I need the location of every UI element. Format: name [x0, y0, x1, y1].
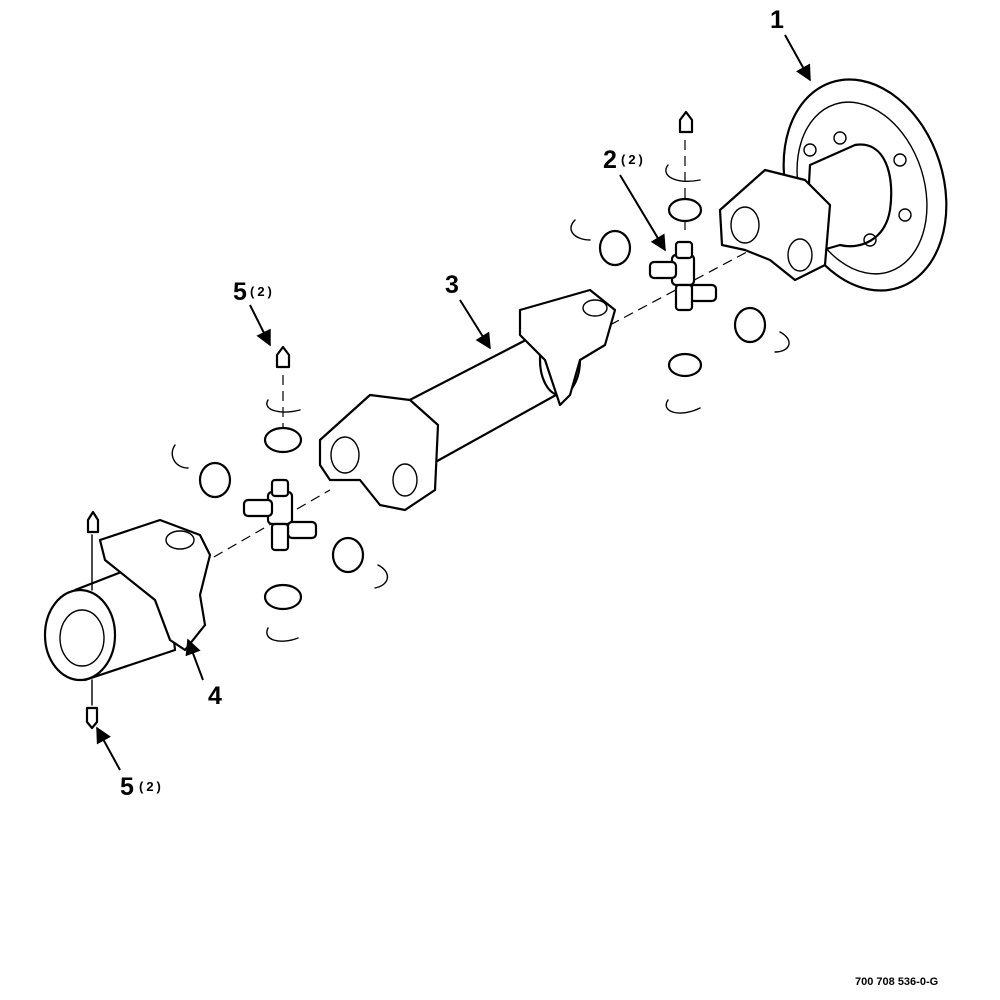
flange-yoke-part-1	[718, 78, 948, 292]
callout-leaders	[96, 34, 811, 771]
drawing-number: 700 708 536-0-G	[855, 976, 938, 988]
cross-and-bearing-part-2	[570, 110, 790, 414]
callout-5-upper: 5 (2)	[233, 278, 275, 306]
callout-quantity: (2)	[250, 284, 275, 299]
callout-number: 2	[603, 146, 617, 174]
callout-3: 3	[445, 271, 459, 299]
callout-4: 4	[208, 682, 222, 710]
callout-quantity: (2)	[621, 152, 646, 167]
slip-yoke-part-4	[43, 510, 212, 730]
callout-number: 3	[445, 271, 459, 299]
callout-number: 4	[208, 682, 222, 710]
callout-1: 1	[770, 6, 784, 34]
tube-and-yoke-part-3	[318, 288, 617, 512]
callout-5-lower: 5 (2)	[120, 773, 164, 801]
callout-quantity: (2)	[139, 779, 164, 794]
lower-cross-and-bearings	[171, 345, 389, 642]
callout-number: 5	[120, 773, 134, 801]
callout-number: 5	[233, 278, 247, 306]
callout-2: 2 (2)	[603, 146, 646, 174]
callout-number: 1	[770, 6, 784, 34]
